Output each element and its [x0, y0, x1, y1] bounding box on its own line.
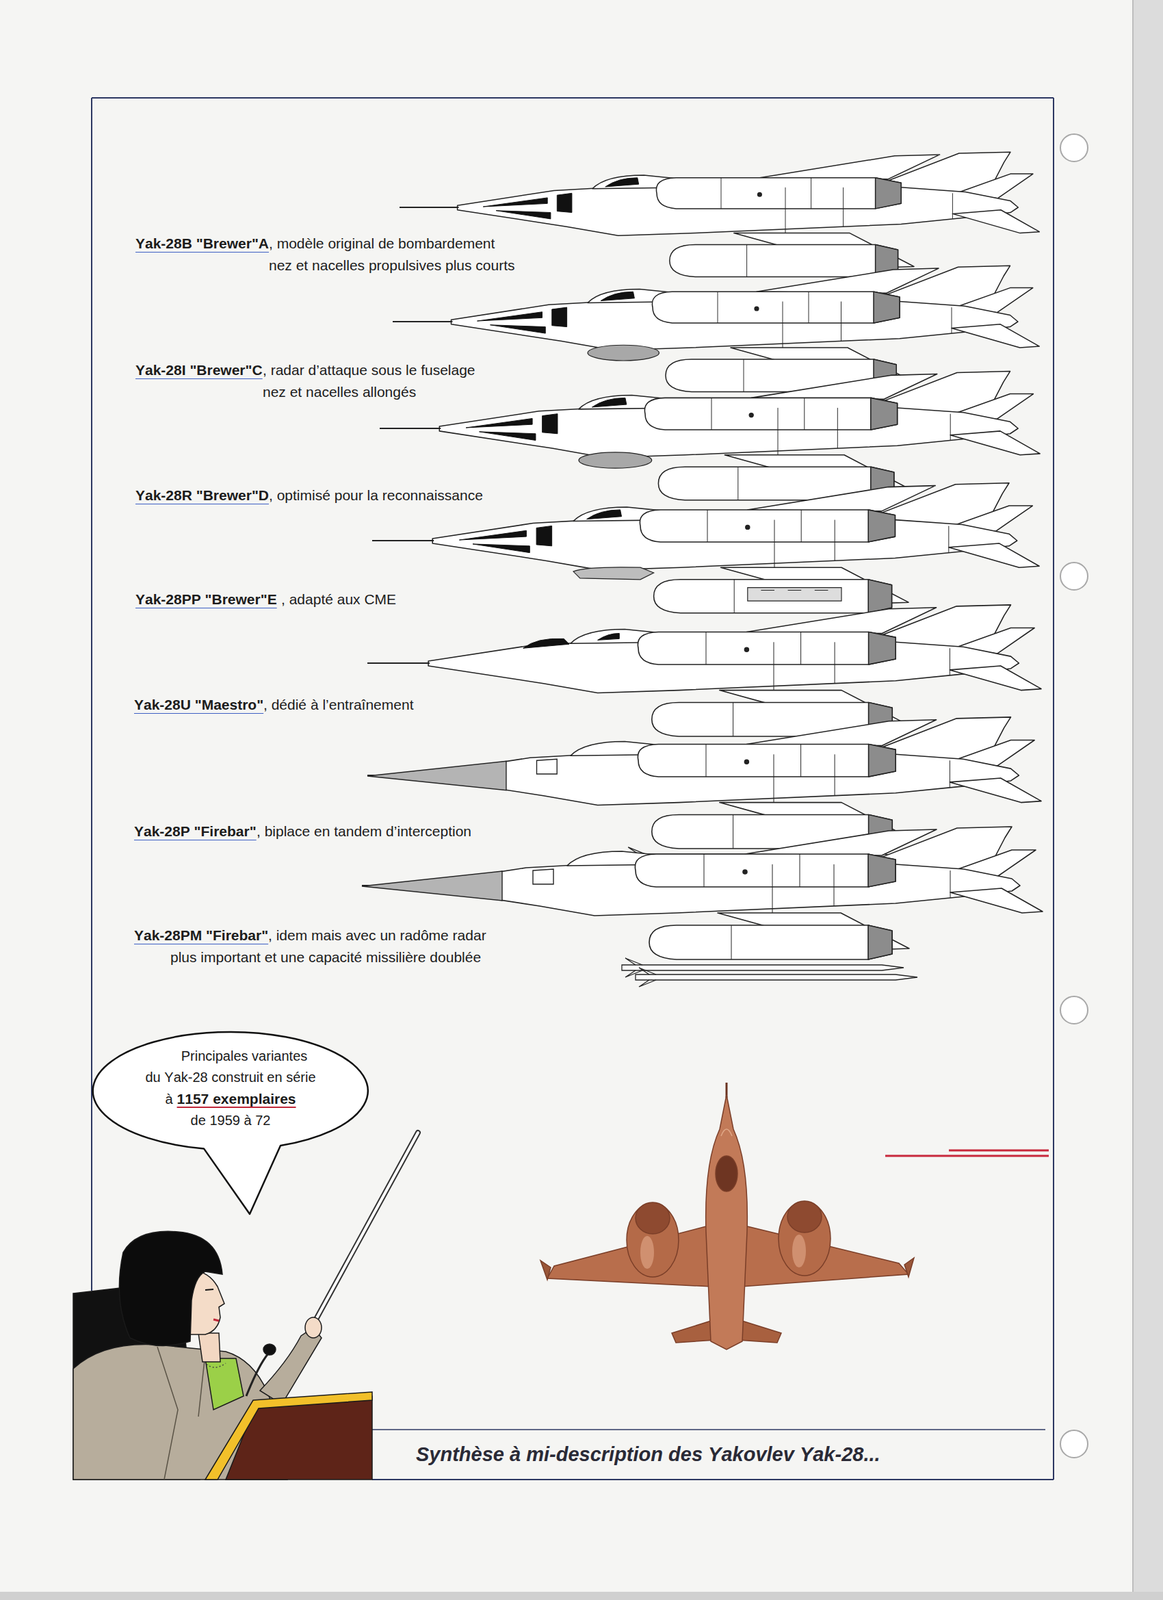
model-aircraft-photo: [904, 1257, 914, 1277]
variant-name: Yak-28B "Brewer"A: [135, 232, 269, 255]
page-frame: [91, 97, 1054, 99]
model-aircraft-photo: [715, 1155, 738, 1192]
aircraft-side-view: [482, 177, 639, 219]
model-aircraft-photo: [626, 1202, 679, 1277]
page-frame: [372, 1428, 1046, 1430]
red-marker-line: [885, 1154, 1049, 1157]
presenter-cartoon: [205, 1357, 244, 1410]
aircraft-side-view: [392, 265, 1040, 392]
red-marker-line: [885, 1150, 1049, 1156]
bubble-text: de 1959 à 72: [190, 1109, 271, 1131]
aircraft-side-view: [477, 291, 635, 334]
aircraft-side-view: [379, 371, 1040, 501]
model-aircraft-photo: [706, 1094, 748, 1350]
presenter-cartoon: [309, 1132, 418, 1332]
variant-name: Yak-28R "Brewer"D: [135, 484, 269, 507]
variant-description: , idem mais avec un radôme radar plus im…: [170, 924, 503, 969]
presenter-cartoon: [213, 1318, 219, 1321]
page-shadow: [1132, 0, 1163, 1600]
model-aircraft-photo: [635, 1201, 670, 1234]
presenter-cartoon: [157, 1346, 206, 1480]
punch-hole: [1060, 134, 1088, 1458]
aircraft-side-view: [465, 397, 627, 440]
punch-hole: [1060, 134, 1088, 162]
model-aircraft-photo: [778, 1201, 831, 1276]
aircraft-side-view: [587, 344, 660, 361]
model-aircraft-photo: [721, 1128, 733, 1136]
variant-name: Yak-28PP "Brewer"E: [135, 588, 278, 611]
presenter-cartoon: [305, 1316, 322, 1338]
bubble-text: Principales variantes du Yak-28 construi…: [145, 1045, 317, 1088]
variant-description: , adapté aux CME: [281, 588, 397, 611]
aircraft-side-view: [573, 567, 842, 601]
punch-hole: [1060, 562, 1088, 590]
variant-name: Yak-28U "Maestro": [134, 693, 264, 716]
aircraft-side-view: [367, 758, 557, 791]
variant-description: , biplace en tandem d’interception: [256, 820, 472, 843]
bubble-text: à: [164, 1091, 173, 1107]
aircraft-side-view: [523, 632, 620, 648]
presenter-cartoon: [246, 1353, 269, 1396]
aircraft-side-view: [367, 604, 1042, 737]
model-aircraft-photo: [787, 1200, 822, 1233]
variant-description: , optimisé pour la reconnaissance: [268, 484, 483, 507]
presenter-cartoon: [259, 1327, 322, 1404]
variant-name: Yak-28P "Firebar": [134, 820, 257, 843]
aircraft-side-view: [379, 371, 1040, 501]
page-shadow: [1132, 0, 1134, 1600]
aircraft-side-view: [361, 151, 1043, 987]
presenter-cartoon: [198, 1332, 221, 1362]
presenter-cartoon: [205, 1288, 214, 1290]
variant-name: Yak-28I "Brewer"C: [135, 359, 263, 382]
model-aircraft-photo: [540, 1082, 914, 1350]
aircraft-side-view: [635, 967, 918, 987]
model-aircraft-photo: [792, 1234, 806, 1267]
model-aircraft-photo: [737, 1318, 782, 1343]
aircraft-side-view: [578, 452, 652, 468]
page-frame: [372, 1478, 1054, 1480]
aircraft-side-view: [361, 868, 554, 901]
model-aircraft-photo: [671, 1318, 716, 1343]
presenter-cartoon: [263, 1343, 276, 1355]
punch-hole: [1060, 996, 1088, 1024]
page-caption: Synthèse à mi-description des Yakovlev Y…: [415, 1440, 881, 1467]
bubble-line: à1157 exemplaires: [164, 1087, 296, 1110]
page-frame: [91, 97, 1054, 1480]
variant-description: , dédié à l’entraînement: [263, 693, 414, 716]
presenter-cartoon: [119, 1230, 223, 1345]
highlight-number: 1157 exemplaires: [177, 1090, 297, 1107]
presenter-cartoon: [309, 1132, 418, 1332]
red-marker-line: [948, 1149, 1049, 1152]
speech-bubble: Principales variantes du Yak-28 construi…: [91, 1030, 370, 1151]
page-frame: [1052, 97, 1055, 1480]
punch-hole: [1060, 1429, 1088, 1458]
model-aircraft-photo: [540, 1260, 551, 1280]
aircraft-side-view: [459, 509, 622, 553]
page-shadow: [0, 1591, 1163, 1600]
page-frame: [90, 97, 93, 1291]
speech-bubble-outline: [93, 1031, 369, 1214]
aircraft-side-view: [392, 265, 1040, 392]
presenter-cartoon: [203, 1361, 226, 1367]
bubble-content: Principales variantes du Yak-28 construi…: [91, 1030, 370, 1131]
variant-name: Yak-28PM "Firebar": [134, 924, 269, 947]
variant-description: , radar d’attaque sous le fuselage nez e…: [262, 359, 489, 403]
aircraft-side-view: [367, 604, 1042, 737]
model-aircraft-photo: [640, 1235, 655, 1269]
variant-description: , modèle original de bombardement nez et…: [268, 232, 518, 277]
presenter-cartoon: [205, 1391, 373, 1480]
